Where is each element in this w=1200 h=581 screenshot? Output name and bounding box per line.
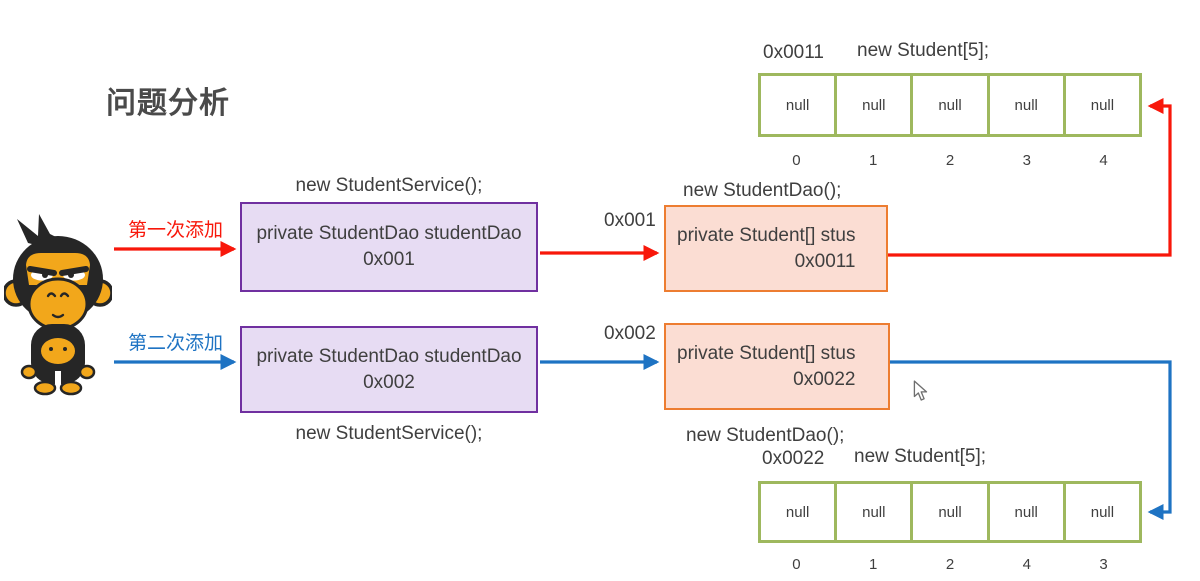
mascot-hand-right: [78, 364, 96, 380]
mascot-foot-right: [59, 380, 83, 396]
mascot-brow-right: [59, 266, 89, 276]
array-top-address: 0x0011: [763, 42, 824, 63]
array-index: 0: [792, 556, 801, 573]
second-add-label: 第二次添加: [128, 333, 224, 354]
service-box-2-caption: new StudentService();: [295, 423, 483, 444]
mascot-belly: [41, 338, 75, 364]
dao-ref-label-2: 0x002: [604, 323, 656, 344]
mascot-belly-dot-left: [49, 347, 53, 351]
array-index: 4: [1099, 152, 1108, 169]
mascot-mouth: [51, 313, 65, 319]
array-cell: null: [910, 76, 986, 134]
dao-box-2-caption: new StudentDao();: [686, 425, 845, 446]
dao-box-1-caption: new StudentDao();: [683, 180, 842, 201]
array-index: 4: [1022, 556, 1031, 573]
mascot-leg-gap: [55, 371, 61, 387]
service-box-1-caption: new StudentService();: [295, 175, 483, 196]
service-box-2: private StudentDao studentDao 0x002: [240, 326, 538, 413]
mascot-belly-dot-right: [63, 347, 67, 351]
array-index: 2: [945, 152, 955, 169]
dao-box-2: private Student[] stus 0x0022: [664, 323, 890, 410]
dao-box-1: private Student[] stus 0x0011: [664, 205, 888, 292]
array-cell: null: [834, 484, 910, 540]
array-top-declaration: new Student[5];: [857, 40, 990, 61]
array-index: 2: [945, 556, 955, 573]
page-title: 问题分析: [106, 87, 230, 120]
service-box-1-address: 0x001: [363, 249, 415, 270]
array-index: 0: [792, 152, 801, 169]
array-cell: null: [986, 484, 1063, 540]
array-bottom-declaration: new Student[5];: [854, 446, 987, 467]
array-index: 1: [869, 152, 878, 169]
mascot-hand-left: [20, 364, 38, 380]
array-index: 1: [869, 556, 878, 573]
array-index: 3: [1022, 152, 1031, 169]
monkey-mascot-icon: [4, 214, 112, 396]
mascot-muzzle: [27, 277, 89, 331]
array-bottom-index-row: 0 1 2 4 3: [758, 556, 1142, 573]
array-top-index-row: 0 1 2 3 4: [758, 152, 1142, 169]
dao-box-1-address: 0x0011: [794, 250, 856, 272]
array-cell: null: [785, 96, 810, 114]
array-bottom-address: 0x0022: [762, 448, 825, 469]
student-array-bottom: null null null null null: [758, 481, 1142, 543]
array-cell: null: [1062, 484, 1139, 540]
array-cell: null: [986, 76, 1063, 134]
first-add-label: 第一次添加: [128, 220, 224, 241]
service-box-2-address: 0x002: [363, 371, 415, 393]
mascot-nostrils: [46, 292, 70, 298]
service-box-1-field: private StudentDao studentDao: [256, 223, 522, 245]
array-index: 3: [1099, 556, 1108, 573]
array-cell: null: [910, 484, 986, 540]
mascot-foot-left: [33, 380, 57, 396]
dao-box-2-address: 0x0022: [793, 368, 856, 390]
service-box-1: private StudentDao studentDao 0x001: [240, 202, 538, 292]
array-cell: null: [1062, 76, 1139, 134]
dao-box-1-field: private Student[] stus: [677, 224, 856, 246]
mascot-brow-left: [27, 266, 57, 276]
service-box-2-field: private StudentDao studentDao: [256, 345, 522, 367]
dao-ref-label-1: 0x001: [604, 210, 656, 231]
array-cell: null: [785, 503, 810, 521]
dao-box-2-field: private Student[] stus: [677, 342, 856, 364]
array-cell: null: [834, 76, 910, 134]
student-array-top: null null null null null: [758, 73, 1142, 137]
mouse-cursor-icon: [913, 380, 928, 401]
